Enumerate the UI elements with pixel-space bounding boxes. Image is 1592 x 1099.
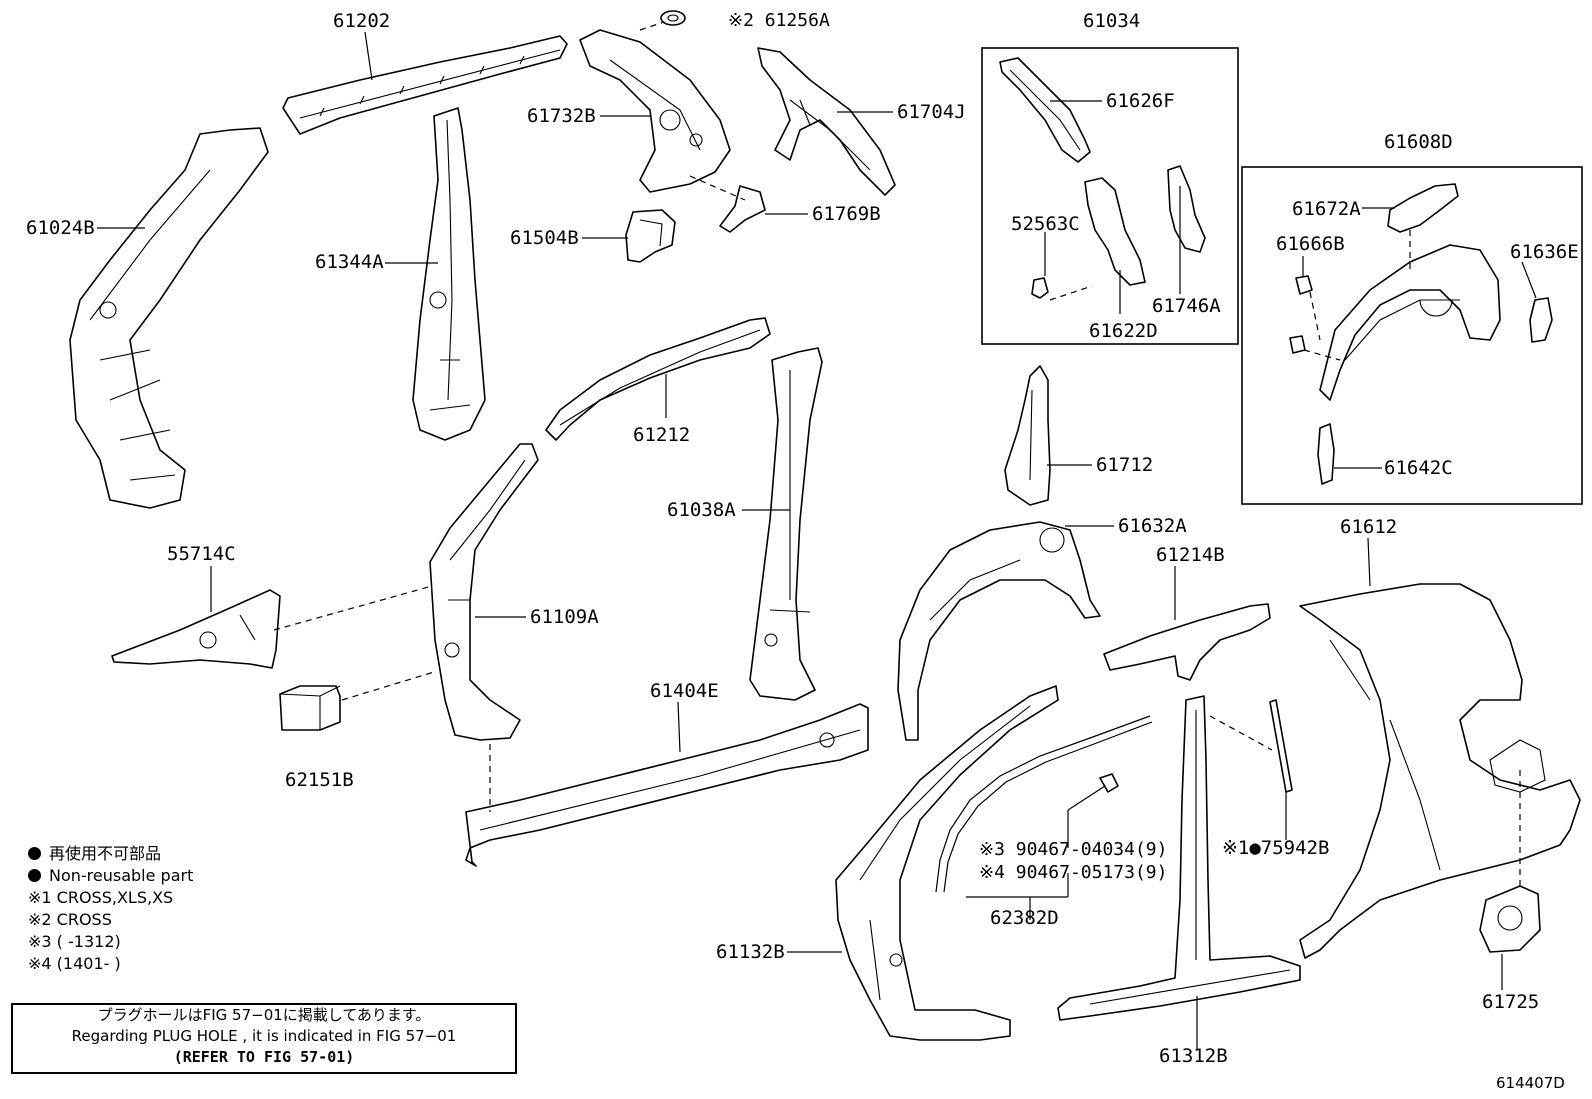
label-61632A: 61632A <box>1118 515 1187 537</box>
part-61642C-drawing <box>1317 423 1335 485</box>
label-90467-05173: ※4 90467-05173(9) <box>979 862 1167 883</box>
legend-note-4: ※4 (1401- ) <box>28 954 121 973</box>
label-75942B: ※1●75942B <box>1222 837 1329 859</box>
part-62382D-drawing <box>935 715 1153 893</box>
part-61704J-drawing <box>757 47 896 196</box>
label-61034: 61034 <box>1083 10 1140 32</box>
dashed-assembly-lines <box>273 21 1521 890</box>
label-61404E: 61404E <box>650 680 719 702</box>
label-61256A: ※2 61256A <box>728 10 830 31</box>
legend-note-1: ※1 CROSS,XLS,XS <box>28 888 174 907</box>
label-61038A: 61038A <box>667 499 736 521</box>
label-61504B: 61504B <box>510 227 579 249</box>
label-61622D: 61622D <box>1089 320 1158 342</box>
legend-note-3: ※3 ( -1312) <box>28 932 121 951</box>
part-61344A-drawing <box>412 107 486 441</box>
part-61632A-drawing <box>897 521 1101 741</box>
part-61256A-drawing <box>660 10 686 26</box>
label-61214B: 61214B <box>1156 544 1225 566</box>
part-61725-drawing <box>1479 885 1541 953</box>
label-61769B: 61769B <box>812 203 881 225</box>
label-61312B: 61312B <box>1159 1045 1228 1067</box>
label-61608D: 61608D <box>1384 131 1453 153</box>
label-61636E: 61636E <box>1510 241 1579 263</box>
legend-jp-text: 再使用不可部品 <box>49 844 162 863</box>
part-61312B-drawing <box>1057 695 1301 1021</box>
label-61109A: 61109A <box>530 606 599 628</box>
part-61636E-drawing <box>1529 297 1553 343</box>
part-61608D-drawing <box>1319 244 1501 401</box>
part-61732B-drawing <box>579 29 731 193</box>
label-61132B: 61132B <box>716 941 785 963</box>
part-52563C-drawing <box>1031 277 1049 299</box>
part-61666B-drawing <box>1289 275 1313 354</box>
label-52563C: 52563C <box>1011 213 1080 235</box>
part-61038A-drawing <box>749 347 823 701</box>
label-61732B: 61732B <box>527 105 596 127</box>
part-61672A-drawing <box>1387 183 1459 233</box>
label-61024B: 61024B <box>26 217 95 239</box>
note-jp: プラグホールはFIG 57−01に掲載してあります。 <box>97 1006 431 1024</box>
part-61626F-drawing <box>999 57 1091 163</box>
part-61622D-drawing <box>1084 177 1146 286</box>
assembly-box-61034 <box>981 47 1239 345</box>
legend-jp: 再使用不可部品 <box>28 843 193 865</box>
part-55714C-drawing <box>111 589 281 669</box>
part-61214B-drawing <box>1103 603 1271 681</box>
figure-id: 614407D <box>1496 1074 1565 1092</box>
label-61704J: 61704J <box>897 101 966 123</box>
part-61712-drawing <box>1004 365 1051 506</box>
label-55714C: 55714C <box>167 543 236 565</box>
plug-hole-note: プラグホールはFIG 57−01に掲載してあります。 Regarding PLU… <box>11 1003 517 1074</box>
leader-lines <box>97 31 1537 1050</box>
part-61132B-drawing <box>835 685 1059 1041</box>
assembly-box-61608D <box>1241 166 1583 505</box>
part-75942B-drawing <box>1269 699 1293 793</box>
label-61612: 61612 <box>1340 516 1397 538</box>
part-61746A-drawing <box>1167 165 1206 253</box>
note-en: Regarding PLUG HOLE , it is indicated in… <box>71 1027 457 1045</box>
label-61672A: 61672A <box>1292 198 1361 220</box>
part-61404E-drawing <box>465 703 869 867</box>
dot-icon <box>28 869 41 882</box>
part-61109A-drawing <box>429 443 539 741</box>
part-61504B-drawing <box>625 209 676 263</box>
legend-en: Non-reusable part <box>28 865 193 887</box>
label-61725: 61725 <box>1482 991 1539 1013</box>
label-61642C: 61642C <box>1384 457 1453 479</box>
part-61212-drawing <box>545 317 771 441</box>
label-61344A: 61344A <box>315 251 384 273</box>
legend-note-2: ※2 CROSS <box>28 910 112 929</box>
legend: 再使用不可部品 Non-reusable part ※1 CROSS,XLS,X… <box>28 843 193 975</box>
label-61202: 61202 <box>333 10 390 32</box>
part-62151B-drawing <box>279 685 341 731</box>
label-90467-04034: ※3 90467-04034(9) <box>979 839 1167 860</box>
label-61626F: 61626F <box>1106 90 1175 112</box>
label-61746A: 61746A <box>1152 295 1221 317</box>
part-61612-drawing <box>1299 583 1581 959</box>
note-ref: (REFER TO FIG 57-01) <box>173 1048 355 1066</box>
part-90467-drawing <box>1099 773 1119 793</box>
label-61212: 61212 <box>633 424 690 446</box>
dot-icon <box>28 847 41 860</box>
part-61024B-drawing <box>69 127 269 509</box>
label-61666B: 61666B <box>1276 233 1345 255</box>
legend-en-text: Non-reusable part <box>49 866 194 885</box>
label-62151B: 62151B <box>285 769 354 791</box>
part-61769B-drawing <box>719 185 766 233</box>
part-61202-drawing <box>282 35 568 135</box>
label-62382D: 62382D <box>990 907 1059 929</box>
label-61712: 61712 <box>1096 454 1153 476</box>
